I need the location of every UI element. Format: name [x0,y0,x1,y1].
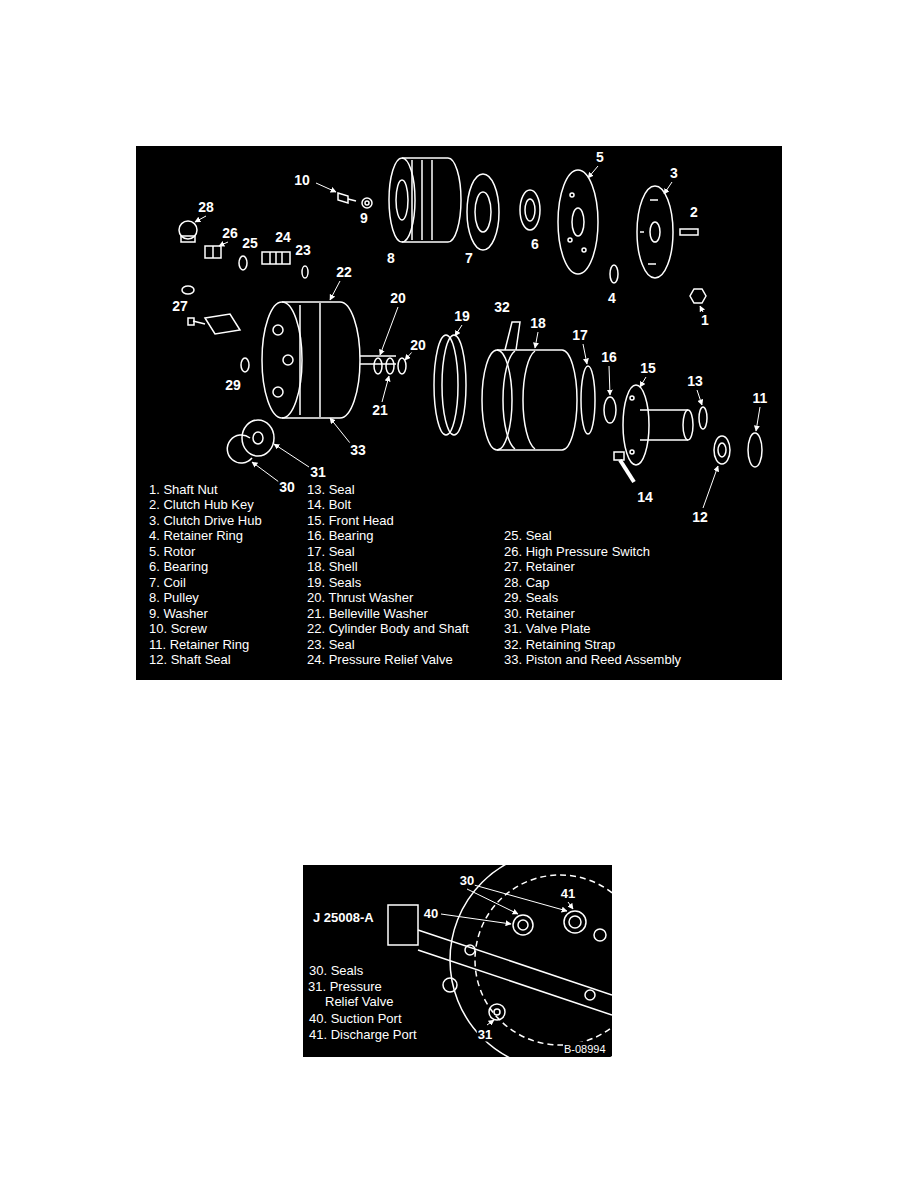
part-list-item: 31. Valve Plate [503,621,591,636]
part-list-item: 5. Rotor [148,543,196,558]
callout-number: 26 [221,226,239,241]
callout-number: 1 [700,313,710,328]
callout-number: 20 [409,338,427,353]
callout-number: 41 [560,886,576,901]
part-list-item: 3. Clutch Drive Hub [148,512,263,527]
part-list-item: 23. Seal [306,636,356,651]
callout-number: 4 [607,291,617,306]
callout-number: 27 [171,299,189,314]
callout-number: 14 [636,490,654,505]
part-list-item: 26. High Pressure Switch [503,543,651,558]
callout-number: 21 [371,403,389,418]
part-list-item: 33. Piston and Reed Assembly [503,651,682,666]
part-list-item: 4. Retainer Ring [148,528,244,543]
part-list-item: 28. Cap [503,574,551,589]
callout-number: 23 [294,243,312,258]
part-list-item: 21. Belleville Washer [306,605,429,620]
panel-ground [303,865,612,1057]
callout-number: 28 [197,200,215,215]
parts-panel: 5310282926242562387222042732191181720161… [136,146,782,680]
callout-number: 20 [389,291,407,306]
port-view [388,865,612,1057]
callout-number: 17 [571,328,589,343]
callout-number: 24 [274,230,292,245]
leader-lines [195,166,760,508]
callout-number: 29 [224,378,242,393]
part-list-item: 31. Pressure Relief Valve [308,979,404,1009]
callout-number: 40 [423,906,439,921]
part-list-item: 25. Seal [503,528,553,543]
callout-number: 3 [669,166,679,181]
part-list-item: 11. Retainer Ring [148,636,250,651]
part-list-item: 9. Washer [148,605,209,620]
part-list-item: 12. Shaft Seal [148,651,232,666]
callout-number: 33 [349,443,367,458]
callout-number: 16 [600,350,618,365]
part-list-item: 2. Clutch Hub Key [148,497,255,512]
part-list-item: 1. Shaft Nut [148,482,219,497]
exploded-view [179,158,762,482]
part-list-item: 41. Discharge Port [308,1027,418,1042]
part-list-item: J 25008-A [312,910,375,925]
callout-number: 32 [493,300,511,315]
callout-number: 9 [359,211,369,226]
part-list-item: 30. Seals [308,963,364,978]
callout-number: 5 [595,150,605,165]
callout-number: 31 [309,465,327,480]
callout-number: 30 [459,873,475,888]
callout-number: 12 [691,510,709,525]
callout-number: 22 [335,265,353,280]
callout-number: 15 [639,361,657,376]
part-list-item: 40. Suction Port [308,1011,403,1026]
leader-lines [441,885,573,1025]
part-list-item: 14. Bolt [306,497,352,512]
panel-ground [136,146,782,680]
callout-number: 10 [293,173,311,188]
part-list-item: 10. Screw [148,621,208,636]
callout-number: 30 [278,480,296,495]
part-list-item: 8. Pulley [148,590,200,605]
callout-number: 13 [686,374,704,389]
part-list-item: 17. Seal [306,543,356,558]
callout-number: 2 [689,205,699,220]
parts-panel: 30 41 J 25008-A 40 30. Seals31. Pressure Rel… [303,865,612,1057]
part-list-item: 30. Retainer [503,605,576,620]
part-list-item: 29. Seals [503,590,559,605]
callout-number: 11 [752,391,769,406]
callout-number: 19 [453,309,471,324]
part-list-item: 6. Bearing [148,559,209,574]
callout-number: 31 [477,1027,493,1042]
callout-number: 25 [241,236,259,251]
callout-number: 18 [529,316,547,331]
part-list-item: 13. Seal [306,482,356,497]
part-list-item: 32. Retaining Strap [503,636,616,651]
part-list-item: 15. Front Head [306,512,395,527]
part-list-item: 27. Retainer [503,559,576,574]
part-list-item: B-08994 [563,1042,607,1057]
part-list-item: 16. Bearing [306,528,375,543]
part-list-item: 7. Coil [148,574,187,589]
part-list-item: 20. Thrust Washer [306,590,414,605]
part-list-item: 19. Seals [306,574,362,589]
callout-number: 8 [386,251,396,266]
callout-number: 6 [530,237,540,252]
callout-number: 7 [464,251,474,266]
part-list-item: 22. Cylinder Body and Shaft [306,621,470,636]
part-list-item: 18. Shell [306,559,359,574]
part-list-item: 24. Pressure Relief Valve [306,651,454,666]
